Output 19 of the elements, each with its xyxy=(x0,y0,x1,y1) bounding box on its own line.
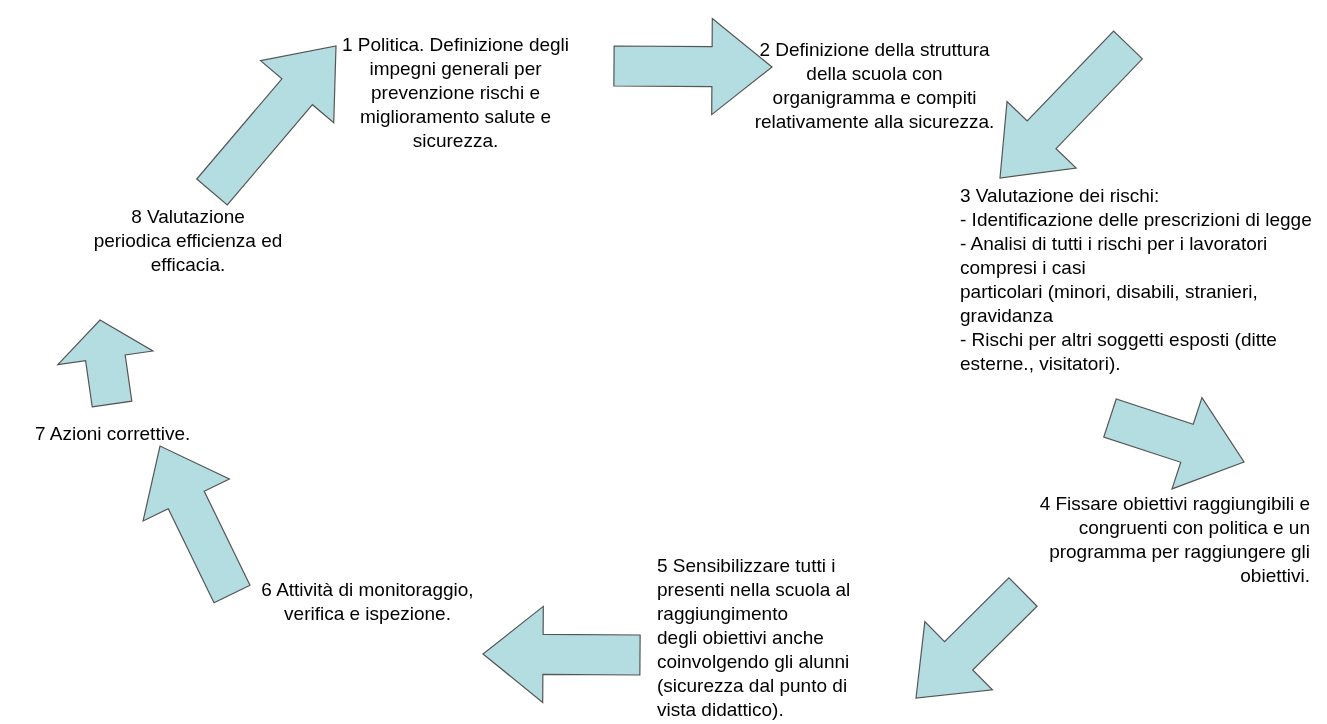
step-text: 1 Politica. Definizione degli impegni generali per prevenzione rischi e miglioramento salute e sicurezza. xyxy=(340,33,571,153)
step-text: - Rischi per altri soggetti esposti (ditte esterne., visitatori). xyxy=(960,328,1278,376)
step-text: 4 Fissare obiettivi raggiungibili e congruenti con politica e un programma per raggiungere gli obiettivi. xyxy=(1038,492,1310,588)
step-text: 6 Attività di monitoraggio, verifica e ispezione. xyxy=(260,578,475,626)
step-text: 7 Azioni correttive. xyxy=(35,422,192,446)
block-arrow xyxy=(1103,396,1245,490)
step-text: particolari (minori, disabili, stranieri, gravidanza xyxy=(960,280,1259,328)
step-text: degli obiettivi anche coinvolgendo gli alunni (sicurezza dal punto di vista didattico). xyxy=(657,626,851,722)
block-arrow xyxy=(56,319,155,408)
block-arrow xyxy=(613,17,773,116)
step-text: 8 Valutazione periodica efficienza ed efficacia. xyxy=(92,205,284,277)
block-arrow xyxy=(482,605,641,704)
step-text: 2 Definizione della struttura della scuola con organigramma e compiti relativamente alla sicurezza. xyxy=(753,38,996,134)
step-text: - Identificazione delle prescrizioni di legge xyxy=(960,208,1313,232)
step-text: 3 Valutazione dei rischi: xyxy=(960,184,1161,208)
block-arrow xyxy=(915,576,1038,699)
block-arrow xyxy=(999,30,1144,179)
block-arrow xyxy=(142,445,251,604)
block-arrow xyxy=(195,45,337,206)
